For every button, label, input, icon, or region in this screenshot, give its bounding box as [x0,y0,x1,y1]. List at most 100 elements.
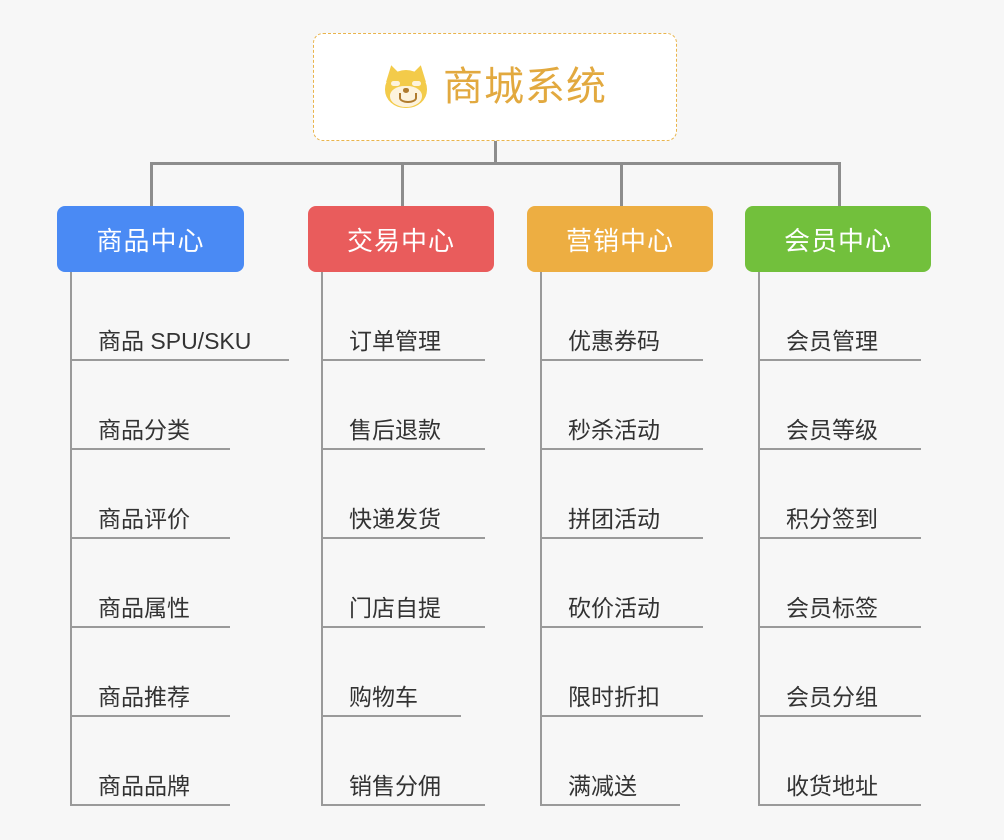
connector-drop-marketing-center [620,162,623,206]
leaf-item-label: 商品属性 [98,595,190,621]
leaf-item-label: 购物车 [349,684,418,710]
leaf-item-label: 订单管理 [349,328,441,354]
category-label: 商品中心 [96,225,205,256]
leaf-item[interactable]: 会员等级 [758,361,931,450]
leaf-item[interactable]: 会员管理 [758,272,931,361]
leaf-list-member-center: 会员管理会员等级积分签到会员标签会员分组收货地址 [745,272,931,806]
category-box-product-center[interactable]: 商品中心 [57,206,244,272]
leaf-list-marketing-center: 优惠券码秒杀活动拼团活动砍价活动限时折扣满减送 [527,272,713,806]
leaf-underline [321,804,485,806]
leaf-underline [321,359,485,361]
connector-root-stem [494,141,497,165]
leaf-underline [758,448,921,450]
leaf-item-label: 商品品牌 [98,773,190,799]
column-member-center: 会员中心会员管理会员等级积分签到会员标签会员分组收货地址 [745,206,931,806]
connector-drop-product-center [150,162,153,206]
leaf-item-label: 商品 SPU/SKU [98,328,252,354]
root-node-title: 商城系统 [443,65,607,109]
spine-line [70,272,72,806]
leaf-list-product-center: 商品 SPU/SKU 商品分类商品评价商品属性商品推荐商品品牌 [57,272,289,806]
leaf-item-label: 商品分类 [98,417,190,443]
leaf-item[interactable]: 商品推荐 [70,628,244,717]
leaf-underline [540,359,703,361]
leaf-item-label: 销售分佣 [349,773,441,799]
category-box-member-center[interactable]: 会员中心 [745,206,931,272]
leaf-item-label: 门店自提 [349,595,441,621]
root-node-content: 商城系统 [382,63,607,109]
column-product-center: 商品中心商品 SPU/SKU 商品分类商品评价商品属性商品推荐商品品牌 [57,206,289,806]
leaf-underline [540,537,703,539]
root-node-mall-system[interactable]: 商城系统 [313,33,677,141]
leaf-underline [70,804,230,806]
spine-line [321,272,323,806]
dog-face-icon [382,63,430,109]
leaf-item-label: 拼团活动 [568,506,660,532]
leaf-item[interactable]: 售后退款 [321,361,494,450]
leaf-item[interactable]: 满减送 [540,717,713,806]
leaf-item-label: 优惠券码 [568,328,660,354]
leaf-item-label: 满减送 [568,773,637,799]
category-label: 交易中心 [346,225,455,256]
leaf-item-label: 秒杀活动 [568,417,660,443]
leaf-item[interactable]: 商品分类 [70,361,244,450]
leaf-underline [758,537,921,539]
spine-line [540,272,542,806]
leaf-item[interactable]: 拼团活动 [540,450,713,539]
leaf-underline [321,537,485,539]
leaf-list-trade-center: 订单管理售后退款快递发货门店自提购物车销售分佣 [308,272,494,806]
leaf-item-label: 收货地址 [786,773,878,799]
leaf-item[interactable]: 砍价活动 [540,539,713,628]
leaf-item[interactable]: 秒杀活动 [540,361,713,450]
leaf-item-label: 售后退款 [349,417,441,443]
column-trade-center: 交易中心订单管理售后退款快递发货门店自提购物车销售分佣 [308,206,494,806]
leaf-underline [70,715,230,717]
leaf-item[interactable]: 积分签到 [758,450,931,539]
leaf-item[interactable]: 收货地址 [758,717,931,806]
leaf-item-label: 积分签到 [786,506,878,532]
leaf-item[interactable]: 商品属性 [70,539,244,628]
leaf-item[interactable]: 商品品牌 [70,717,244,806]
column-marketing-center: 营销中心优惠券码秒杀活动拼团活动砍价活动限时折扣满减送 [527,206,713,806]
leaf-underline [70,448,230,450]
leaf-underline [70,626,230,628]
leaf-underline [540,448,703,450]
leaf-underline [321,448,485,450]
leaf-underline [540,804,680,806]
leaf-underline [540,626,703,628]
leaf-item[interactable]: 优惠券码 [540,272,713,361]
leaf-underline [758,715,921,717]
leaf-item[interactable]: 快递发货 [321,450,494,539]
leaf-underline [758,626,921,628]
leaf-item[interactable]: 会员分组 [758,628,931,717]
leaf-item[interactable]: 限时折扣 [540,628,713,717]
leaf-underline [321,715,461,717]
leaf-item-label: 限时折扣 [568,684,660,710]
category-box-marketing-center[interactable]: 营销中心 [527,206,713,272]
leaf-item[interactable]: 商品 SPU/SKU [70,272,289,361]
leaf-item[interactable]: 门店自提 [321,539,494,628]
connector-drop-member-center [838,162,841,206]
leaf-item-label: 快递发货 [349,506,441,532]
category-label: 营销中心 [565,225,674,256]
connector-horizontal-bus [150,162,841,165]
spine-line [758,272,760,806]
leaf-item-label: 商品推荐 [98,684,190,710]
leaf-underline [70,537,230,539]
leaf-underline [758,804,921,806]
leaf-item[interactable]: 购物车 [321,628,494,717]
leaf-item[interactable]: 商品评价 [70,450,244,539]
leaf-item-label: 会员等级 [786,417,878,443]
category-box-trade-center[interactable]: 交易中心 [308,206,494,272]
leaf-item-label: 商品评价 [98,506,190,532]
connector-drop-trade-center [401,162,404,206]
category-label: 会员中心 [783,225,892,256]
leaf-item[interactable]: 销售分佣 [321,717,494,806]
leaf-underline [758,359,921,361]
leaf-item[interactable]: 订单管理 [321,272,494,361]
leaf-item-label: 会员管理 [786,328,878,354]
leaf-item[interactable]: 会员标签 [758,539,931,628]
leaf-item-label: 砍价活动 [568,595,660,621]
leaf-underline [321,626,485,628]
leaf-underline [540,715,703,717]
